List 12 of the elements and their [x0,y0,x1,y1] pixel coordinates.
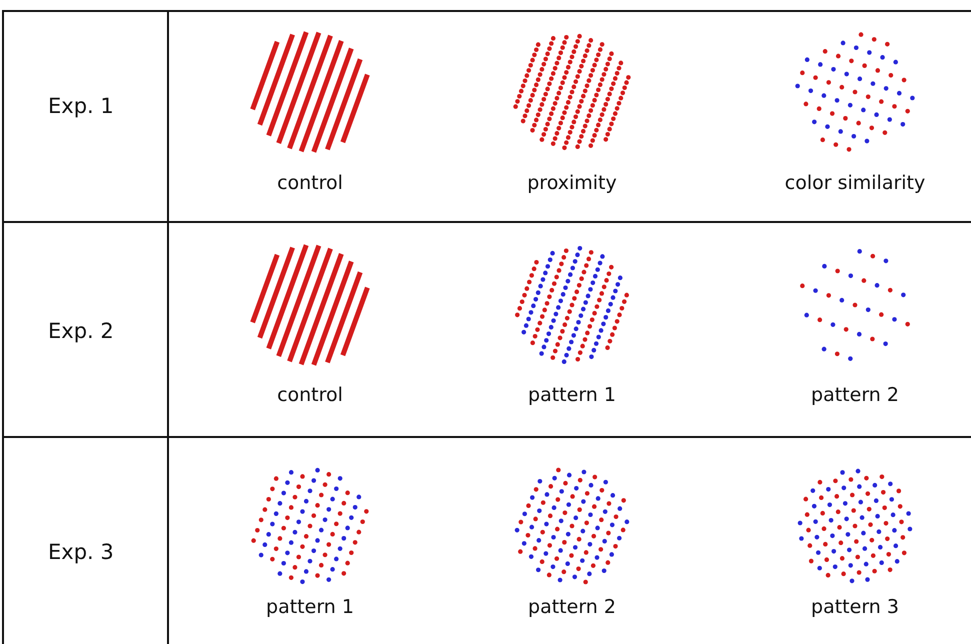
row-label: Exp. 2 [48,319,114,343]
stimulus-caption: color similarity [784,172,926,194]
row-label: Exp. 3 [48,540,114,564]
stimulus-caption: control [277,172,343,194]
row-label: Exp. 1 [48,94,114,118]
stimulus-caption: pattern 2 [811,384,899,406]
stimulus-caption: pattern 3 [811,596,899,618]
stimulus-caption: proximity [527,172,617,194]
stimulus-caption: pattern 2 [528,596,616,618]
stimulus-caption: pattern 1 [528,384,616,406]
stimulus-caption: control [277,384,343,406]
stimulus-caption: pattern 1 [266,596,354,618]
